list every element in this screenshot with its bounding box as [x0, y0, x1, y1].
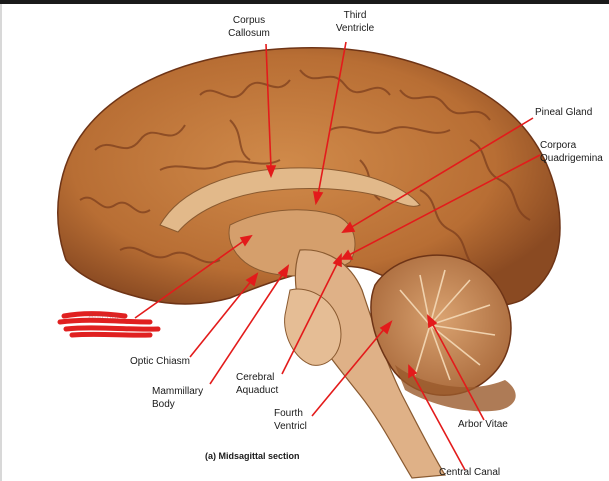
arrowhead-third-ventricle	[313, 191, 324, 206]
pointer-central-canal	[411, 372, 466, 471]
arrowhead-arbor-vitae	[427, 314, 438, 329]
label-corpus-callosum: Corpus Callosum	[228, 15, 270, 39]
pointer-arbor-vitae	[431, 322, 485, 421]
label-cerebral-aquaduct: Cerebral Aquaduct	[236, 372, 279, 396]
label-arbor-vitae: Arbor Vitae	[458, 419, 508, 430]
corpus-callosum-shape	[159, 167, 421, 233]
window-top-bar	[0, 0, 609, 4]
pointer-lines	[134, 41, 541, 471]
label-scribbled: Anterior	[88, 311, 120, 321]
pointer-mammillary-body	[209, 271, 285, 385]
arrowhead-central-canal	[408, 364, 418, 379]
label-third-ventricle: Third Ventricle	[335, 10, 375, 34]
arrowhead-fourth-ventricle	[379, 320, 393, 335]
arrowhead-optic-chiasm	[245, 272, 259, 287]
pointer-fourth-ventricle	[311, 327, 386, 417]
pointer-third-ventricle	[317, 41, 347, 196]
label-corpora-quadrigemina: Corpora Quadrigemina	[540, 140, 603, 164]
arrowhead-scribbled-label	[239, 234, 253, 247]
label-fourth-ventricle: Fourth Ventricl	[274, 408, 307, 432]
label-central-canal: Central Canal	[439, 467, 501, 478]
lower-lobe-shape	[395, 365, 516, 412]
arrowhead-mammillary-body	[277, 264, 290, 279]
arrowhead-corpus-callosum	[265, 165, 277, 179]
pointer-corpus-callosum	[265, 43, 272, 169]
pointer-scribbled-label	[134, 239, 246, 319]
arrowhead-cerebral-aquaduct	[332, 252, 342, 268]
pons-shape	[284, 288, 342, 366]
label-optic-chiasm: Optic Chiasm	[130, 356, 191, 367]
label-mammillary-body: Mammillary Body	[152, 386, 204, 410]
label-pineal-gland: Pineal Gland	[535, 107, 593, 118]
gyri-texture	[79, 69, 531, 271]
pointer-optic-chiasm	[189, 279, 253, 358]
pointer-pineal-gland	[349, 117, 534, 229]
arbor-vitae-pattern	[399, 269, 496, 381]
arrowhead-pineal-gland	[341, 221, 356, 233]
pointer-cerebral-aquaduct	[281, 261, 339, 375]
red-scribble	[57, 311, 161, 338]
figure-caption: (a) Midsagittal section	[205, 451, 300, 461]
left-edge-strip	[0, 4, 2, 481]
arrowhead-corpora-quadrigemina	[340, 249, 354, 260]
cerebellum-shape	[370, 254, 512, 396]
pointer-corpora-quadrigemina	[348, 154, 541, 256]
